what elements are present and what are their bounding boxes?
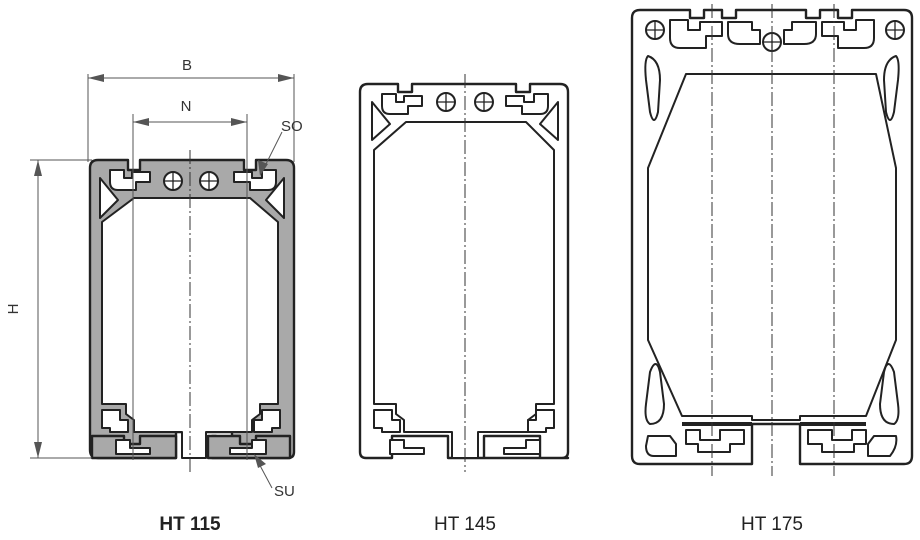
su-label: SU (274, 483, 295, 500)
profile-ht175 (630, 4, 914, 476)
profile-ht145 (358, 74, 570, 472)
ht115-top-slot-right (233, 169, 277, 191)
ht115-corner-left (99, 177, 119, 219)
ht145-corner-right (539, 101, 559, 141)
ht145-bottom-slot-left (373, 409, 401, 433)
ht145-inner-cavity (373, 121, 555, 459)
ht145-top-slot-right (505, 93, 549, 115)
ht175-top-slot-center-right (783, 21, 817, 45)
ht115-bottom-slot-left (101, 409, 129, 433)
ht175-bottom-channel-left (685, 429, 745, 453)
so-label: SO (281, 118, 303, 135)
ht145-bottom-channel-left (389, 439, 425, 455)
ht145-bottom-channel-right (503, 439, 541, 455)
ht175-top-slot-center-left (727, 21, 761, 45)
ht115-top-slot-left (109, 169, 151, 191)
ht175-bottom-slot-right (867, 435, 898, 457)
dimension-n-label: N (181, 98, 192, 115)
ht115-bottom-slot-right (253, 409, 281, 433)
ht115-bottom-channel-left (115, 439, 151, 455)
caption-ht145: HT 145 (434, 514, 496, 535)
ht115-dimensions: B N H SO SU (5, 57, 303, 500)
ht145-top-slot-left (381, 93, 423, 115)
ht175-lower-teardrop-left (644, 363, 665, 425)
profile-ht115 (88, 150, 296, 472)
caption-ht175: HT 175 (741, 514, 803, 535)
ht175-side-teardrop-right (883, 55, 900, 121)
dimension-b-label: B (182, 57, 192, 74)
ht175-bottom-slot-left (645, 435, 677, 457)
ht145-corner-left (371, 101, 391, 141)
ht175-side-teardrop-left (644, 55, 661, 121)
ht175-lower-teardrop-right (879, 363, 900, 425)
ht175-top-slot-left (669, 19, 723, 49)
caption-ht115: HT 115 (159, 514, 221, 535)
dimension-h-label: H (5, 304, 22, 315)
ht115-bottom-channel-right (229, 439, 267, 455)
ht115-corner-right (265, 177, 285, 219)
ht175-bottom-channel-right (807, 429, 867, 453)
ht175-top-slot-right (821, 19, 875, 49)
ht145-bottom-slot-right (527, 409, 555, 433)
